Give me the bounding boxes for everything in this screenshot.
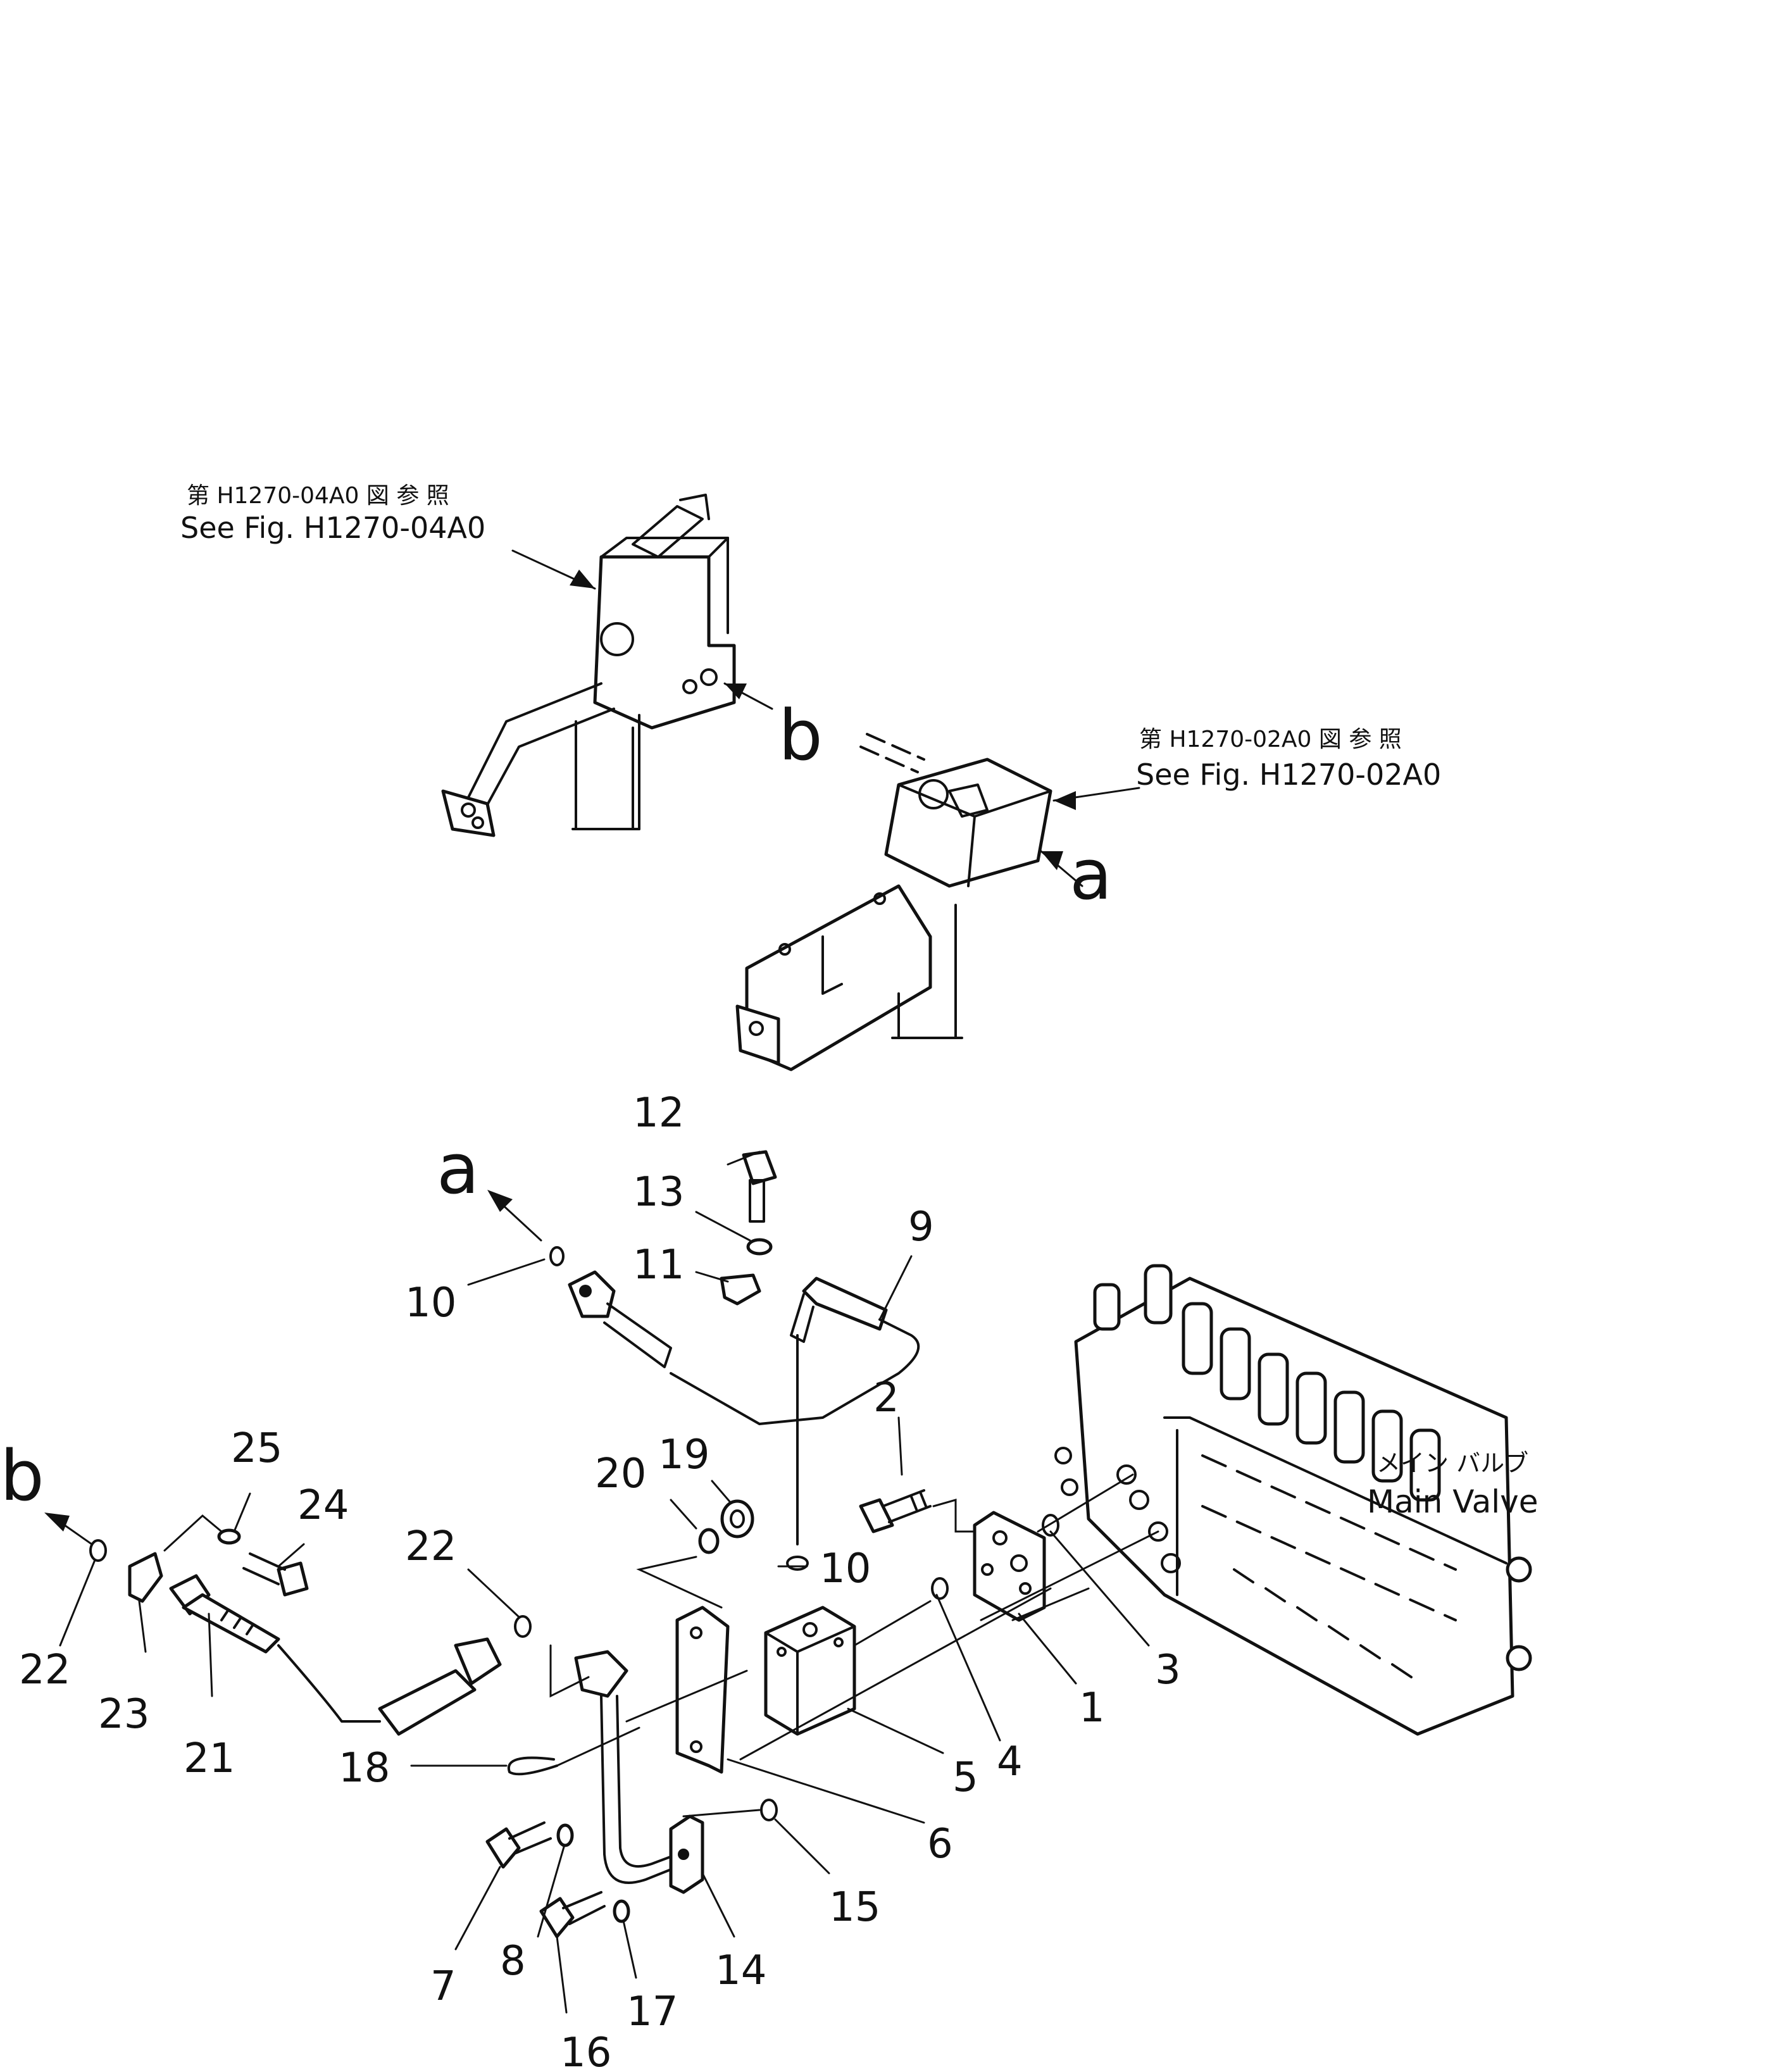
washer-part-20 — [698, 1528, 720, 1554]
ref-b-en: See Fig. H1270-04A0 — [180, 511, 485, 545]
o-ring-part-22b — [89, 1539, 107, 1562]
o-ring-part-10b — [786, 1556, 809, 1571]
part-label-14: 14 — [715, 1947, 766, 1994]
clamp-part-11 — [720, 1273, 761, 1306]
bolt-part-7 — [485, 1821, 552, 1869]
upper-right-valve-assembly — [735, 733, 1052, 1071]
clamp-part-23 — [128, 1552, 163, 1603]
part-label-15: 15 — [829, 1884, 880, 1931]
part-label-21: 21 — [184, 1735, 235, 1782]
part-label-7: 7 — [430, 1963, 456, 2010]
assembly-lines — [163, 1473, 1159, 1818]
bolt-part-16 — [539, 1891, 606, 1938]
part-label-2: 2 — [873, 1375, 899, 1421]
connection-letter-a-upper: a — [1070, 834, 1112, 915]
connection-letter-a-lower: a — [437, 1128, 479, 1209]
part-label-11: 11 — [633, 1242, 684, 1289]
part-label-16: 16 — [560, 2030, 611, 2072]
main-valve-label-en: Main Valve — [1367, 1483, 1538, 1520]
o-ring-part-10a — [549, 1246, 565, 1266]
part-label-6: 6 — [927, 1821, 953, 1868]
tube-part-14 — [574, 1650, 704, 1894]
main-valve-spools — [1093, 1264, 1441, 1502]
o-ring-part-22a — [514, 1615, 532, 1638]
hose-part-10-left-end — [568, 1270, 672, 1368]
upper-left-valve-assembly — [441, 494, 736, 837]
part-label-1: 1 — [1079, 1685, 1105, 1732]
part-label-22-left: 22 — [19, 1647, 70, 1694]
flange-plate-part-1 — [973, 1511, 1046, 1622]
bolt-part-2 — [859, 1489, 932, 1533]
part-label-3: 3 — [1155, 1647, 1181, 1694]
part-label-18: 18 — [339, 1745, 390, 1792]
hose-part-9 — [670, 1276, 920, 1545]
u-clamp-part-18 — [507, 1756, 558, 1776]
part-label-20: 20 — [595, 1451, 646, 1497]
ref-b-jp: 第 H1270-04A0 図 参 照 — [187, 483, 449, 509]
main-valve-body — [1054, 1264, 1532, 1736]
bolt-part-12 — [742, 1150, 777, 1223]
part-label-10-upper: 10 — [405, 1280, 456, 1326]
nut-part-19 — [720, 1499, 754, 1538]
o-ring-part-15 — [760, 1799, 778, 1821]
o-ring-part-4 — [931, 1577, 949, 1600]
part-label-25: 25 — [231, 1425, 282, 1472]
part-label-10-lower: 10 — [820, 1545, 871, 1592]
washer-part-13 — [746, 1238, 773, 1256]
main-valve-label-jp: メイン バルブ — [1376, 1449, 1528, 1477]
arrow-heads — [44, 570, 1076, 1545]
part-label-19: 19 — [658, 1432, 709, 1478]
part-label-13: 13 — [633, 1169, 684, 1216]
part-label-8: 8 — [500, 1938, 526, 1985]
hose-part-21 — [169, 1574, 502, 1736]
part-label-22-center: 22 — [405, 1523, 456, 1570]
block-part-5 — [764, 1606, 856, 1736]
part-label-23: 23 — [98, 1691, 149, 1738]
bolt-part-24 — [242, 1552, 309, 1597]
part-label-12: 12 — [633, 1090, 684, 1137]
o-ring-part-3 — [1042, 1514, 1059, 1537]
washer-part-8 — [556, 1823, 574, 1847]
connection-letter-b-upper: b — [778, 695, 823, 776]
part-label-17: 17 — [627, 1988, 678, 2035]
washer-part-17 — [613, 1899, 630, 1923]
ref-a-jp: 第 H1270-02A0 図 参 照 — [1139, 727, 1402, 752]
washer-part-25 — [217, 1528, 241, 1545]
part-label-4: 4 — [997, 1738, 1023, 1785]
part-label-24: 24 — [297, 1482, 349, 1529]
part-label-5: 5 — [952, 1754, 978, 1801]
part-label-9: 9 — [908, 1204, 934, 1251]
connection-letter-b-lower: b — [0, 1435, 44, 1516]
ref-a-en: See Fig. H1270-02A0 — [1136, 758, 1441, 792]
